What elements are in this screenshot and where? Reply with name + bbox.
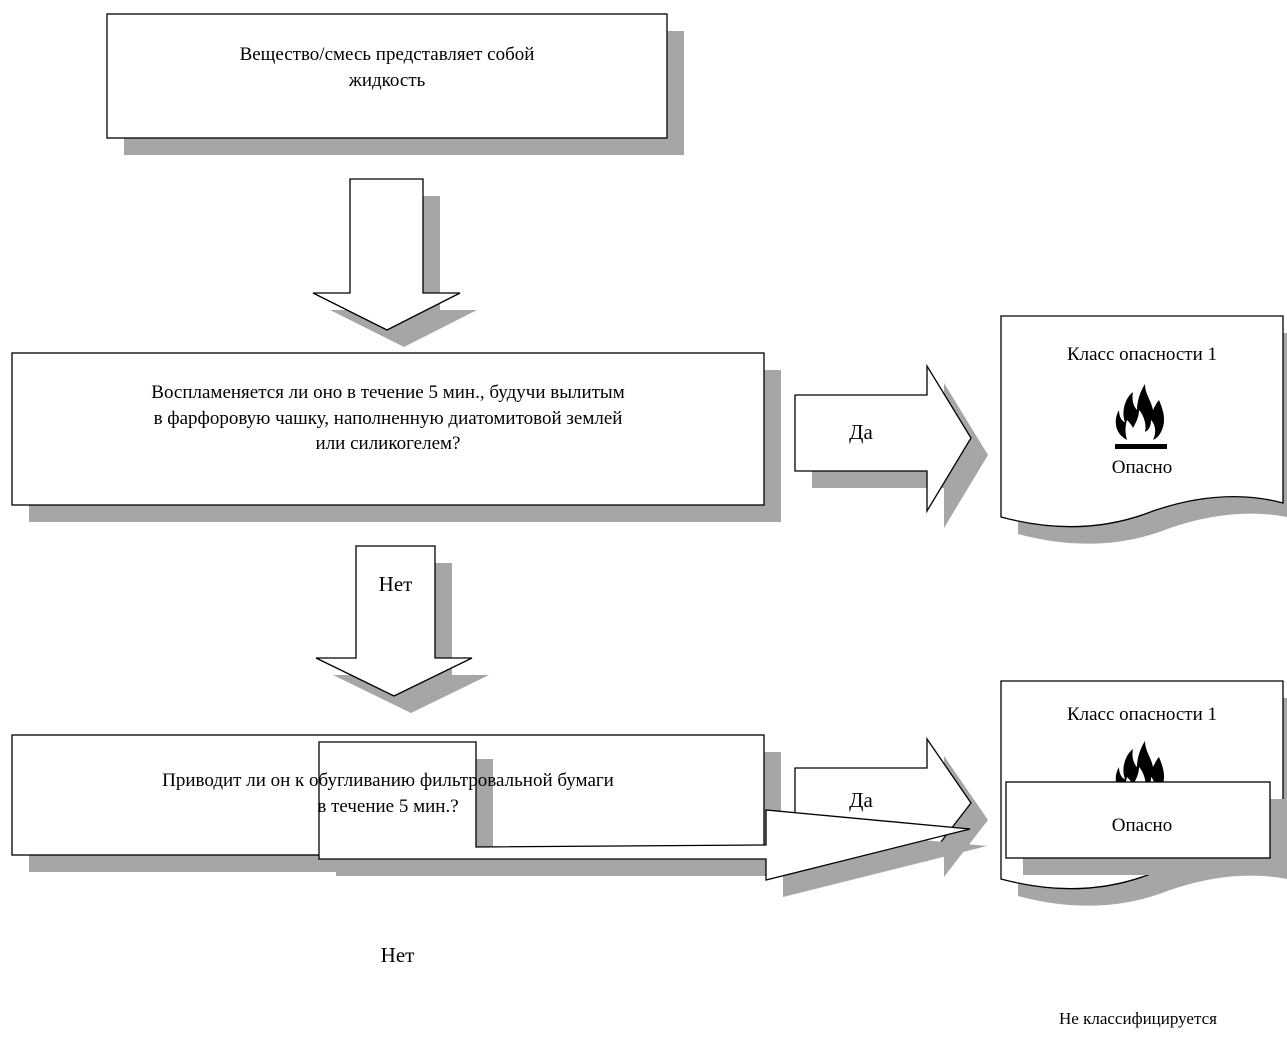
not-classified-box: [1005, 781, 1287, 875]
no-label-2: Нет: [380, 943, 415, 967]
result-1-title: Класс опасности 1: [1066, 344, 1218, 365]
question-1-box: [11, 352, 781, 522]
down-arrow-2: [315, 545, 489, 713]
question-1-text: Воспламеняется ли оно в течение 5 мин., …: [12, 380, 764, 457]
question-2-text: Приводит ли он к обугливанию фильтроваль…: [12, 768, 764, 819]
yes-arrow-1: [794, 363, 988, 528]
question-1-line-2: в фарфоровую чашку, наполненную диатомит…: [153, 407, 623, 429]
result-card-1: [1000, 315, 1287, 544]
no-arrow-2: [318, 741, 987, 897]
question-1-line-3: или силикогелем?: [315, 433, 461, 455]
question-2-line-1: Приводит ли он к обугливанию фильтроваль…: [162, 770, 614, 791]
down-arrow-1: [312, 178, 477, 347]
result-2-signal-word: Опасно: [1111, 815, 1173, 836]
result-1-signal-word: Опасно: [1111, 457, 1173, 478]
no-label-1: Нет: [378, 572, 413, 596]
start-box: [106, 13, 684, 155]
not-classified-text: Не классифицируется: [1059, 1009, 1217, 1028]
result-2-title: Класс опасности 1: [1066, 704, 1218, 725]
start-box-text: Вещество/смесь представляет собой жидкос…: [107, 42, 667, 93]
yes-label-2: Да: [849, 788, 873, 812]
start-line-2: жидкость: [348, 69, 426, 91]
question-1-line-1: Воспламеняется ли оно в течение 5 мин., …: [151, 382, 625, 403]
question-2-line-2: в течение 5 мин.?: [317, 795, 459, 817]
yes-label-1: Да: [849, 420, 873, 444]
start-line-1: Вещество/смесь представляет собой: [239, 44, 535, 65]
